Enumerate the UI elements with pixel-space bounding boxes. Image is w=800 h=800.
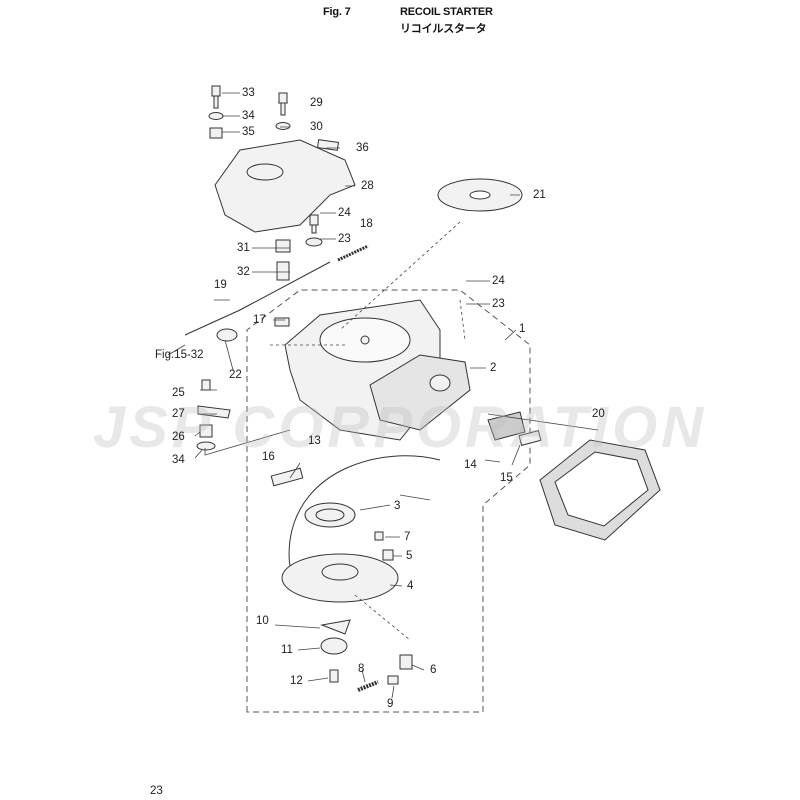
part-bracket-16 — [270, 467, 304, 487]
callout-34: 34 — [242, 110, 255, 122]
page-number: 23 — [150, 785, 163, 797]
callout-10: 10 — [256, 615, 269, 627]
part-cable-19 — [184, 261, 331, 336]
callout-33: 33 — [242, 87, 255, 99]
callout-4: 4 — [407, 580, 414, 592]
part-grip-2 — [369, 354, 471, 431]
callout-24-second: 24 — [492, 275, 505, 287]
callout-23: 23 — [338, 233, 351, 245]
watermark-logo: JSP CORPORATION — [92, 395, 708, 460]
reference-fig-15-32: Fig.15-32 — [155, 349, 204, 361]
callout-34-second: 34 — [172, 454, 185, 466]
part-handle-14 — [487, 411, 526, 441]
part-10 — [320, 619, 351, 635]
callout-32: 32 — [237, 266, 250, 278]
callout-28: 28 — [361, 180, 374, 192]
callout-8: 8 — [358, 663, 365, 675]
part-11 — [320, 637, 348, 655]
callout-20: 20 — [592, 408, 605, 420]
part-bolts-top — [208, 85, 369, 281]
callout-31: 31 — [237, 242, 250, 254]
callout-19: 19 — [214, 279, 227, 291]
callout-30: 30 — [310, 121, 323, 133]
callout-17: 17 — [253, 314, 266, 326]
figure-number: Fig. 7 — [323, 6, 351, 18]
callout-13: 13 — [308, 435, 321, 447]
callout-29: 29 — [310, 97, 323, 109]
callout-14: 14 — [464, 459, 477, 471]
leader-lines — [167, 92, 599, 699]
callout-7: 7 — [404, 531, 411, 543]
callout-18: 18 — [360, 218, 373, 230]
diagram-title: RECOIL STARTER — [400, 6, 493, 18]
callout-21: 21 — [533, 189, 546, 201]
assembly-boundary — [246, 289, 531, 713]
callout-12: 12 — [290, 675, 303, 687]
callout-3: 3 — [394, 500, 401, 512]
callout-35: 35 — [242, 126, 255, 138]
callout-36: 36 — [356, 142, 369, 154]
callout-23-second: 23 — [492, 298, 505, 310]
callout-22: 22 — [229, 369, 242, 381]
callout-16: 16 — [262, 451, 275, 463]
callout-27: 27 — [172, 408, 185, 420]
part-cover-28 — [214, 139, 356, 233]
callout-25: 25 — [172, 387, 185, 399]
callout-1: 1 — [519, 323, 526, 335]
callout-11: 11 — [281, 644, 293, 656]
callout-2: 2 — [490, 362, 497, 374]
callout-5: 5 — [406, 550, 413, 562]
callout-9: 9 — [387, 698, 394, 710]
callout-26: 26 — [172, 431, 185, 443]
callout-6: 6 — [430, 664, 437, 676]
callout-24: 24 — [338, 207, 351, 219]
callout-15: 15 — [500, 472, 513, 484]
diagram-title-japanese: リコイルスタータ — [400, 23, 487, 35]
part-15 — [518, 429, 542, 447]
